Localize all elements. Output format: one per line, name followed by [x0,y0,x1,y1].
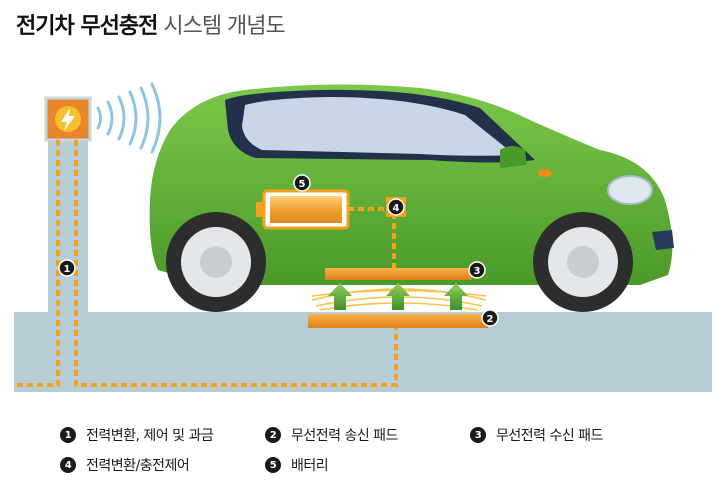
marker-5: 5 [293,174,311,192]
legend-label: 무선전력 송신 패드 [291,428,398,444]
title-bold-text: 전기차 무선충전 [16,14,158,39]
marker-5-label: 5 [299,179,306,190]
fuel-cap [538,169,552,177]
legend-number: 2 [265,427,281,443]
title-light-text: 시스템 개념도 [163,14,285,39]
legend-item-3: 3 무선전력 수신 패드 [470,425,603,445]
legend-label: 배터리 [291,458,329,474]
battery [256,189,350,230]
legend-number: 3 [470,427,486,443]
legend-label: 전력변환/충전제어 [86,458,190,474]
marker-2-label: 2 [487,314,494,325]
marker-2: 2 [481,309,499,327]
charger-unit [44,96,92,142]
headlight [607,175,653,205]
legend-number: 4 [60,457,76,473]
legend-item-4: 4 전력변환/충전제어 [60,455,190,475]
side-mirror [500,146,527,168]
legend-item-2: 2 무선전력 송신 패드 [265,425,398,445]
legend-item-1: 1 전력변환, 제어 및 과금 [60,425,214,445]
legend: 1 전력변환, 제어 및 과금 2 무선전력 송신 패드 3 무선전력 수신 패… [60,425,700,485]
marker-4-label: 4 [393,203,400,214]
rear-wheel [166,212,266,312]
wireless-signal-icon [96,82,162,154]
up-arrow-icon [328,283,468,310]
legend-number: 5 [265,457,281,473]
marker-4: 4 [386,197,406,217]
transmitter-pad [308,314,488,328]
lightning-bolt-icon [55,106,81,132]
legend-label: 무선전력 수신 패드 [496,428,603,444]
legend-number: 1 [60,427,76,443]
charging-pole [48,138,88,314]
marker-1: 1 [58,259,76,277]
marker-1-label: 1 [64,264,71,275]
marker-3-label: 3 [474,266,481,277]
front-wheel [533,212,633,312]
legend-item-5: 5 배터리 [265,455,329,475]
car-window-glass [242,97,515,156]
receiver-pad [325,268,472,280]
bumper-light [652,230,674,250]
marker-3: 3 [468,261,486,279]
legend-label: 전력변환, 제어 및 과금 [86,428,214,444]
